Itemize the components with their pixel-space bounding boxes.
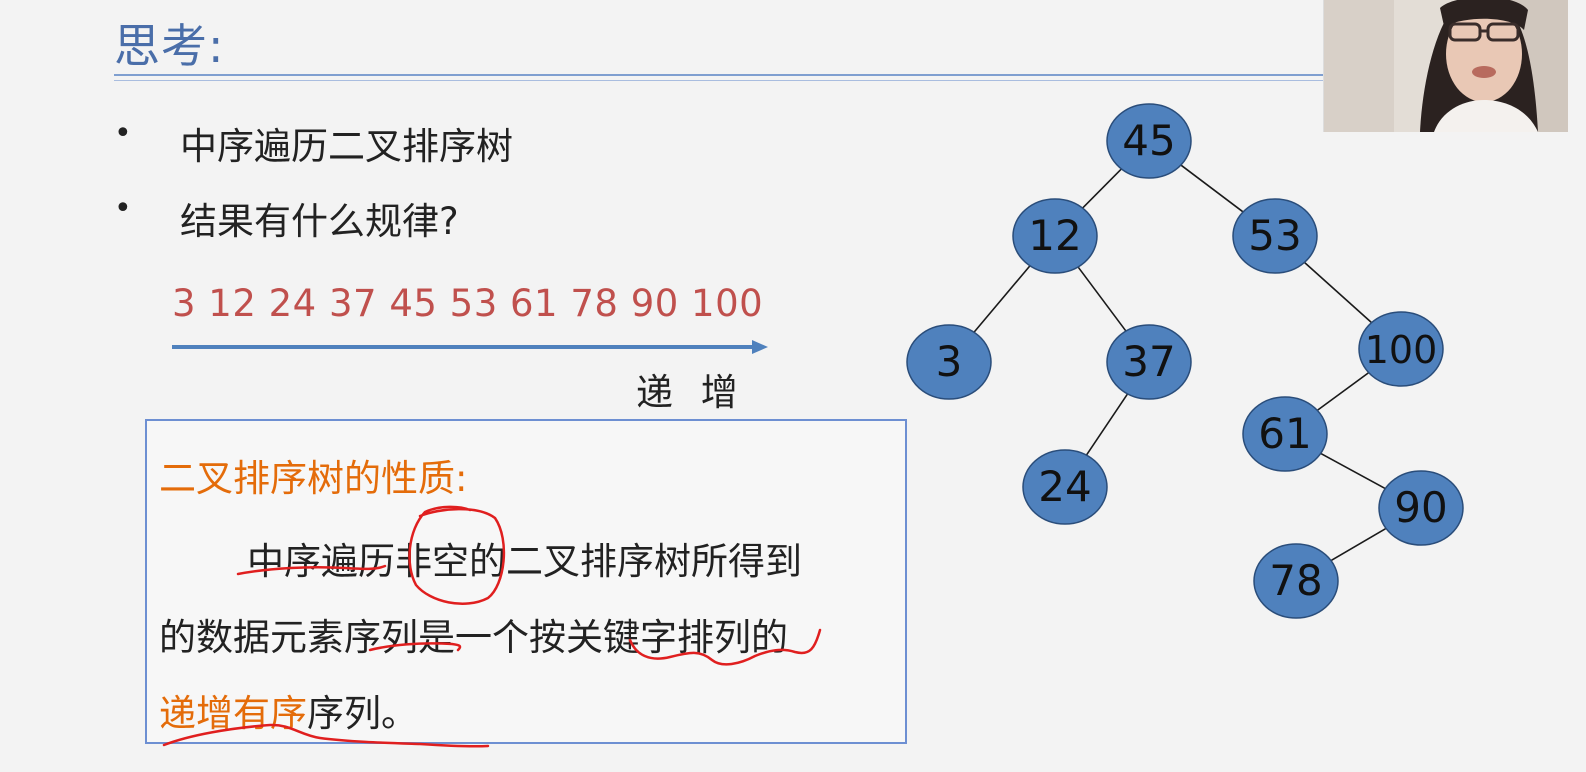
tree-node-24: 24 bbox=[1022, 449, 1108, 525]
tree-node-circle bbox=[1012, 198, 1098, 274]
tree-node-label: 90 bbox=[1394, 483, 1447, 532]
tree-node-100: 100 bbox=[1358, 311, 1444, 387]
title-divider-secondary bbox=[114, 80, 1324, 81]
property-line-1: 中序遍历非空的二叉排序树所得到 bbox=[247, 540, 802, 583]
bullet-text: 结果有什么规律? bbox=[180, 200, 459, 243]
webcam-overlay bbox=[1323, 0, 1568, 132]
tree-node-circle bbox=[1106, 103, 1192, 179]
tree-node-label: 61 bbox=[1258, 409, 1311, 458]
bullet-icon: • bbox=[114, 191, 132, 226]
tree-node-label: 12 bbox=[1028, 211, 1081, 260]
tree-edge-61-90 bbox=[1320, 452, 1386, 490]
tree-node-label: 100 bbox=[1365, 328, 1438, 372]
tree-edge-12-3 bbox=[973, 265, 1031, 333]
tree-node-circle bbox=[1253, 543, 1339, 619]
tree-node-circle bbox=[1242, 396, 1328, 472]
tree-node-61: 61 bbox=[1242, 396, 1328, 472]
increasing-arrow-icon bbox=[172, 340, 768, 354]
tree-node-3: 3 bbox=[906, 324, 992, 400]
tree-node-37: 37 bbox=[1106, 324, 1192, 400]
page-title: 思考: bbox=[114, 19, 225, 73]
tree-edge-45-12 bbox=[1082, 168, 1122, 209]
tree-node-label: 53 bbox=[1248, 211, 1301, 260]
tree-node-circle bbox=[906, 324, 992, 400]
title-divider bbox=[114, 74, 1324, 76]
tree-node-12: 12 bbox=[1012, 198, 1098, 274]
tree-edge-37-24 bbox=[1085, 393, 1129, 456]
tree-node-label: 37 bbox=[1122, 337, 1175, 386]
bullet-icon: • bbox=[114, 116, 132, 151]
tree-edge-53-100 bbox=[1303, 261, 1373, 324]
property-title: 二叉排序树的性质: bbox=[159, 457, 468, 500]
tree-node-circle bbox=[1106, 324, 1192, 400]
tree-node-label: 24 bbox=[1038, 462, 1091, 511]
tree-node-label: 3 bbox=[936, 337, 963, 386]
tree-edge-12-37 bbox=[1077, 266, 1127, 332]
tree-node-circle bbox=[1378, 470, 1464, 546]
increasing-label: 递 增 bbox=[636, 371, 746, 414]
tree-edge-90-78 bbox=[1330, 527, 1387, 562]
tree-node-circle bbox=[1358, 311, 1444, 387]
tree-node-label: 78 bbox=[1269, 556, 1322, 605]
tree-node-78: 78 bbox=[1253, 543, 1339, 619]
tree-edge-45-53 bbox=[1180, 164, 1244, 213]
property-box: 二叉排序树的性质: 中序遍历非空的二叉排序树所得到 的数据元素序列是一个按关键字… bbox=[145, 419, 907, 744]
tree-node-90: 90 bbox=[1378, 470, 1464, 546]
tree-node-45: 45 bbox=[1106, 103, 1192, 179]
tree-node-circle bbox=[1232, 198, 1318, 274]
tree-edge-100-61 bbox=[1316, 372, 1370, 411]
presenter-video bbox=[1324, 0, 1568, 132]
tree-node-53: 53 bbox=[1232, 198, 1318, 274]
inorder-sequence: 3 12 24 37 45 53 61 78 90 100 bbox=[172, 282, 764, 325]
tree-node-circle bbox=[1022, 449, 1108, 525]
tree-node-label: 45 bbox=[1122, 116, 1175, 165]
bullet-text: 中序遍历二叉排序树 bbox=[180, 125, 513, 168]
